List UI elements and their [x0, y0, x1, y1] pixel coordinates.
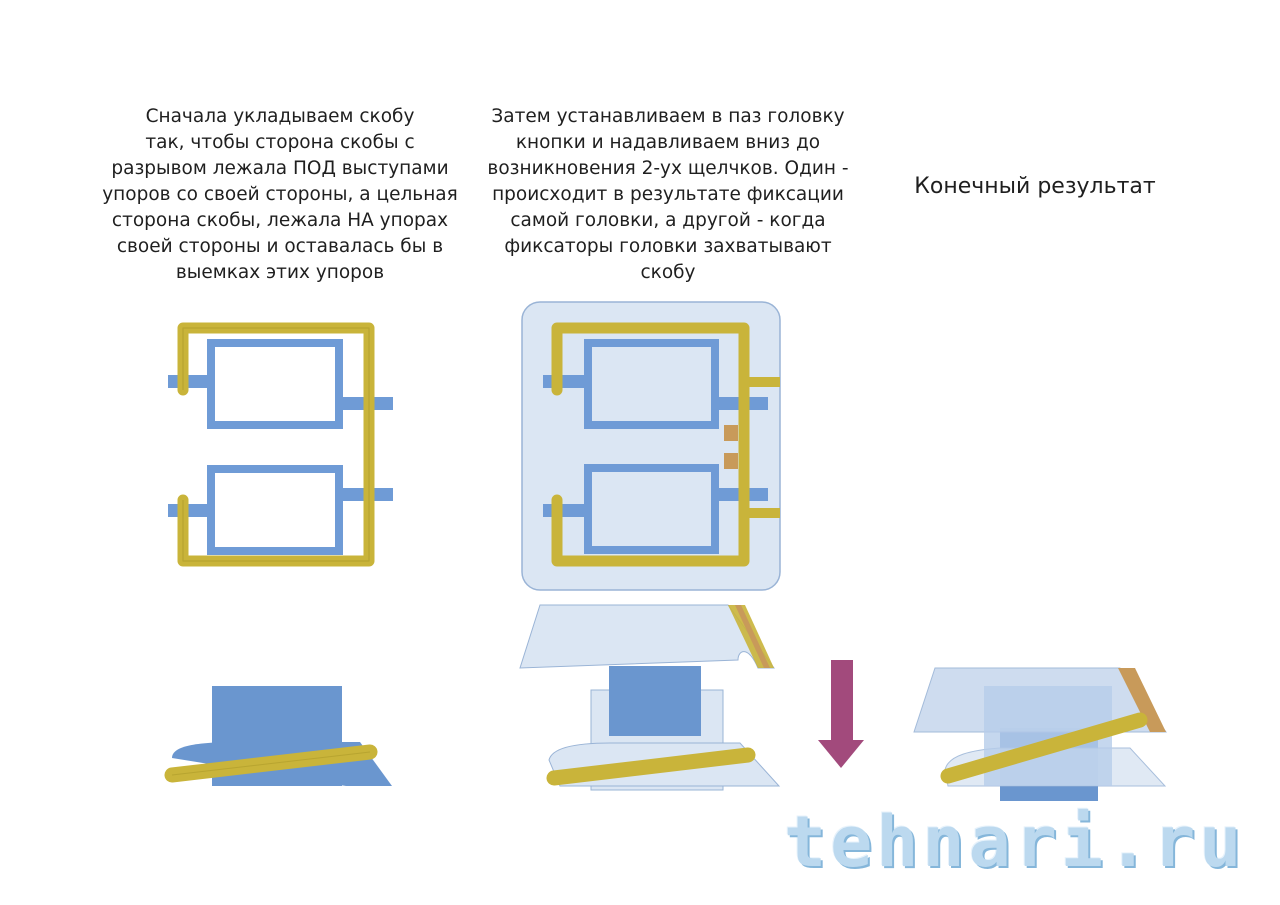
- step2-caption: Затем устанавливаем в паз головку кнопки…: [487, 106, 849, 283]
- watermark-logo: tehnari.ru: [784, 801, 1246, 883]
- step3-side-view: [913, 667, 1167, 801]
- step2-latch-upper: [724, 425, 738, 441]
- step1-stop-lower: [207, 465, 343, 555]
- step1-caption: Сначала укладываем скобу так, чтобы стор…: [102, 106, 458, 283]
- press-down-arrow: [818, 660, 864, 768]
- step2-side-view: [519, 604, 781, 791]
- step3-wire-side: [940, 712, 1148, 784]
- step1-tab-left-upper: [168, 375, 214, 388]
- step2-button-block: [609, 666, 701, 736]
- step1-top-view: [168, 322, 393, 567]
- step2-wire-side: [546, 747, 756, 786]
- step2-top-view: [521, 301, 781, 591]
- step1-stop-upper: [207, 339, 343, 429]
- step3-cap-latch: [1118, 668, 1166, 732]
- step3-caption: Конечный результат: [914, 174, 1156, 199]
- step2-catch-upper: [740, 377, 780, 387]
- step1-side-view: [164, 686, 392, 786]
- step2-tab-left-upper: [543, 375, 591, 388]
- step2-latch-lower: [724, 453, 738, 469]
- step2-wire-bracket: [551, 322, 750, 567]
- step1-tab-left-lower: [168, 504, 214, 517]
- step2-catch-lower: [740, 508, 780, 518]
- step2-tab-left-lower: [543, 504, 591, 517]
